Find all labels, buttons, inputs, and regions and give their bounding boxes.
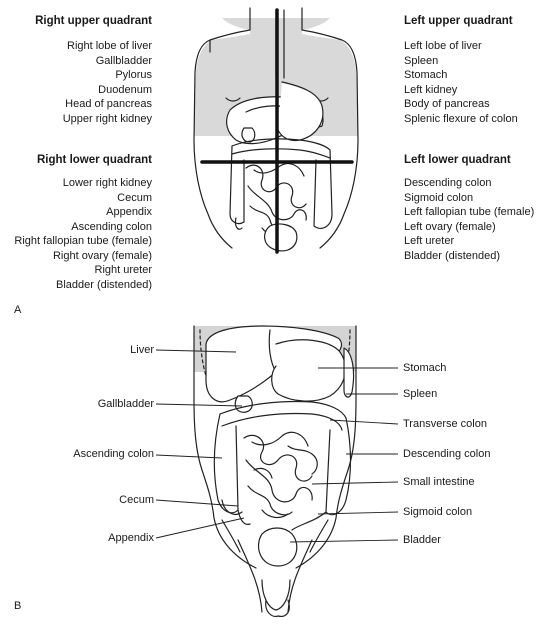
label-sigmoid-colon: Sigmoid colon	[403, 506, 473, 518]
leader-appendix	[155, 517, 245, 539]
list-item: Right lobe of liver	[67, 40, 152, 52]
list-item: Bladder (distended)	[55, 278, 152, 291]
list-item: Duodenum	[98, 83, 152, 96]
label-gallbladder: Gallbladder	[97, 398, 154, 410]
label-bladder: Bladder	[403, 534, 441, 546]
label-small-intestine: Small intestine	[403, 476, 475, 488]
list-item: Appendix	[106, 206, 152, 218]
label-spleen: Spleen	[403, 388, 438, 400]
list-item: Ascending colon	[71, 220, 152, 233]
list-item: Left ureter	[404, 235, 455, 247]
leader-gallbladder	[155, 403, 243, 407]
torso-a-illustration	[193, 7, 359, 252]
label-ascending-colon: Ascending colon	[73, 448, 154, 460]
label-transverse-colon: Transverse colon	[403, 418, 487, 430]
label-cecum: Cecum	[119, 494, 154, 506]
list-item: Upper right kidney	[62, 112, 152, 125]
leader-transverse-colon	[329, 419, 399, 425]
leader-liver	[155, 349, 237, 353]
list-item: Right ureter	[94, 264, 152, 276]
left-lower-quadrant-title: Left lower quadrant	[404, 154, 511, 166]
list-item: Left fallopian tube (female)	[404, 206, 535, 218]
leader-ascending-colon	[155, 454, 223, 459]
right-lower-quadrant-title: Right lower quadrant	[37, 154, 152, 166]
list-item: Cecum	[117, 191, 152, 204]
torso-b-illustration	[193, 325, 357, 617]
right-lower-quadrant-list: Lower right kidney Cecum Appendix Ascend…	[14, 176, 152, 292]
panel-a-letter: A	[14, 304, 22, 316]
list-item: Splenic flexure of colon	[404, 112, 518, 125]
list-item: Right ovary (female)	[52, 249, 152, 262]
panel-b-letter: B	[14, 600, 22, 612]
list-item: Bladder (distended)	[404, 249, 501, 262]
right-upper-quadrant-title: Right upper quadrant	[35, 15, 152, 27]
list-item: Spleen	[404, 54, 439, 67]
list-item: Lower right kidney	[62, 177, 152, 189]
list-item: Left lobe of liver	[404, 40, 482, 52]
right-upper-quadrant-list: Right lobe of liver Gallbladder Pylorus …	[63, 39, 152, 126]
list-item: Left kidney	[404, 83, 458, 96]
label-liver: Liver	[130, 344, 154, 356]
list-item: Gallbladder	[95, 54, 152, 67]
list-item: Head of pancreas	[65, 98, 152, 110]
list-item: Stomach	[404, 69, 448, 81]
leader-sigmoid-colon	[317, 511, 399, 515]
label-appendix: Appendix	[108, 532, 154, 544]
list-item: Descending colon	[404, 177, 492, 189]
list-item: Pylorus	[115, 69, 152, 81]
quadrant-divider-lines	[200, 8, 354, 254]
list-item: Sigmoid colon	[404, 191, 474, 204]
list-item: Left ovary (female)	[404, 220, 496, 233]
left-upper-quadrant-title: Left upper quadrant	[404, 15, 513, 27]
leader-bladder	[289, 539, 399, 543]
leader-lines	[155, 349, 399, 543]
list-item: Right fallopian tube (female)	[14, 235, 152, 247]
left-lower-quadrant-list: Descending colon Sigmoid colon Left fall…	[404, 176, 534, 263]
label-descending-colon: Descending colon	[403, 448, 491, 460]
leader-cecum	[155, 499, 239, 507]
label-stomach: Stomach	[403, 362, 447, 374]
left-upper-quadrant-list: Left lobe of liver Spleen Stomach Left k…	[404, 39, 518, 126]
leader-small-intestine	[311, 481, 399, 485]
list-item: Body of pancreas	[404, 98, 490, 110]
